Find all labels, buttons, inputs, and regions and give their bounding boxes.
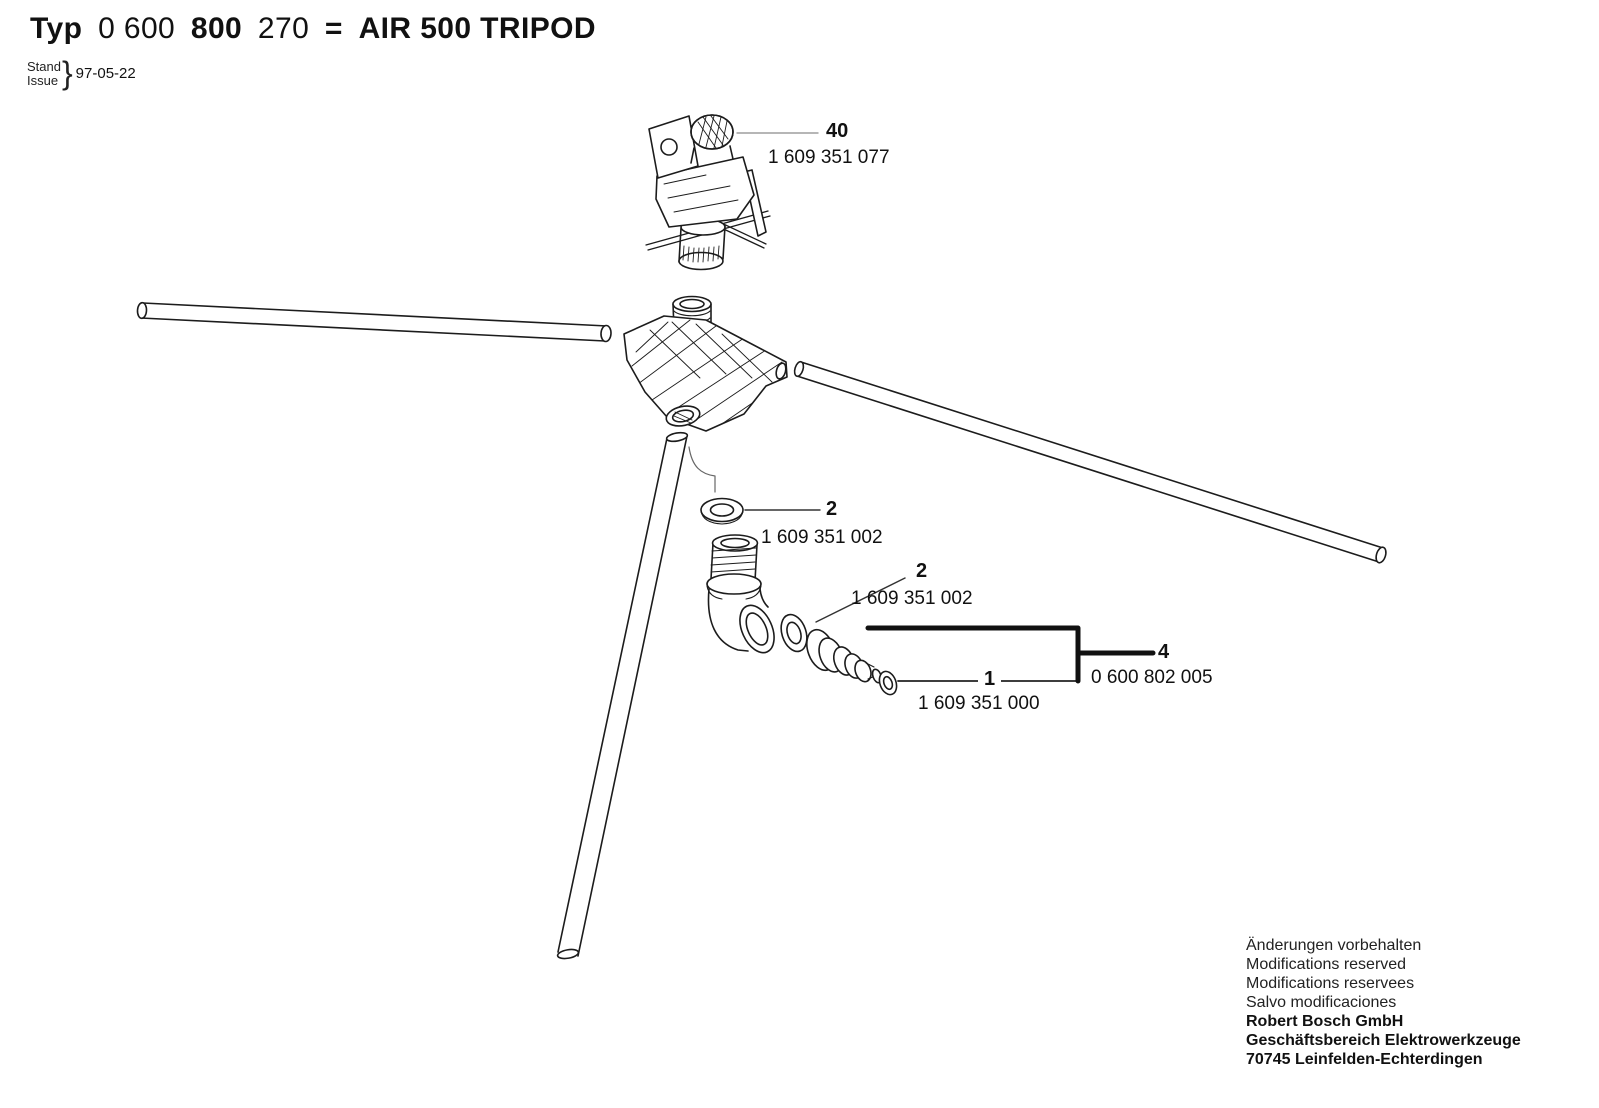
model-name: AIR 500 TRIPOD	[358, 12, 596, 45]
issue-date: 97-05-22	[75, 65, 136, 82]
tripod-leg-bottom	[556, 431, 689, 960]
company-name: Robert Bosch GmbH	[1246, 1013, 1404, 1030]
page-title: Typ 0 600 800 270 = AIR 500 TRIPOD	[30, 12, 603, 46]
callout-ref-4: 4	[1158, 641, 1170, 663]
note-line: Salvo modificaciones	[1246, 994, 1397, 1011]
part-number-2-lower: 1 609 351 002	[851, 588, 973, 609]
tripod-hub	[623, 295, 788, 432]
elbow-fitting-part	[706, 534, 775, 654]
type-number-c: 270	[257, 12, 310, 45]
issue-block: Stand Issue } 97-05-22	[27, 55, 136, 92]
callout-ref-1: 1	[978, 668, 1002, 691]
callout-ref-40: 40	[826, 120, 849, 142]
issue-label: Issue	[27, 72, 59, 88]
o-ring-part	[878, 670, 898, 696]
company-division: Geschäftsbereich Elektrowerkzeuge	[1246, 1032, 1521, 1049]
hose-connector-part	[806, 628, 883, 684]
brace-glyph: }	[61, 55, 73, 91]
note-line: Änderungen vorbehalten	[1246, 937, 1422, 954]
tripod-leg-left	[136, 301, 612, 343]
washer-upper-part	[700, 497, 744, 525]
type-label: Typ	[30, 12, 83, 45]
equals-sign: =	[324, 12, 343, 45]
part-number-40: 1 609 351 077	[768, 147, 890, 168]
issue-labels: Stand Issue	[27, 58, 61, 88]
callout-ref-2-upper: 2	[826, 498, 838, 520]
part-number-2-upper: 1 609 351 002	[761, 527, 883, 548]
hub-to-washer-leader	[688, 446, 716, 493]
head-assembly-part	[645, 114, 771, 271]
type-number-a: 0 600	[98, 12, 176, 45]
note-line: Modifications reservees	[1246, 975, 1415, 992]
note-line: Modifications reserved	[1246, 956, 1407, 973]
part-number-1: 1 609 351 000	[918, 693, 1040, 714]
stand-label: Stand	[27, 58, 61, 74]
washer-lower-part	[780, 613, 808, 653]
company-address: 70745 Leinfelden-Echterdingen	[1246, 1051, 1483, 1068]
tripod-leg-right	[793, 360, 1387, 564]
type-number-b: 800	[190, 12, 243, 45]
part-number-4: 0 600 802 005	[1091, 667, 1213, 688]
legal-block: Änderungen vorbehalten Modifications res…	[1246, 936, 1521, 1069]
callout-ref-2-lower: 2	[916, 560, 928, 582]
